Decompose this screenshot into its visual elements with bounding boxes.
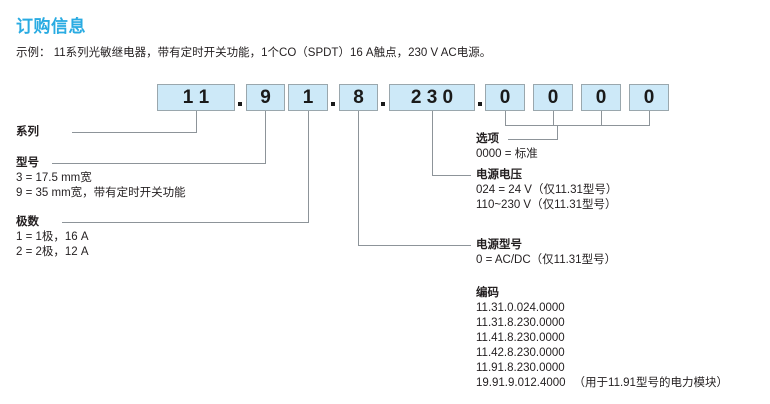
code-box-option-4[interactable]: 0 xyxy=(629,84,669,111)
leader-line-series-horizontal xyxy=(72,132,197,133)
leader-line-option-2-vertical xyxy=(553,111,554,125)
label-voltage-row-1: 024 = 24 V（仅11.31型号） xyxy=(476,184,618,196)
label-voltage-row-2: 110~230 V（仅11.31型号） xyxy=(476,199,617,211)
leader-line-voltage-vertical xyxy=(432,111,433,175)
label-series: 系列 xyxy=(16,125,39,140)
code-digit-5: 2 3 0 xyxy=(410,87,454,108)
code-list-value: 11.91.8.230.0000 xyxy=(476,362,565,374)
label-supply-type-heading: 电源型号 xyxy=(476,239,522,251)
code-separator-dot-1 xyxy=(238,102,242,106)
leader-line-option-1-vertical xyxy=(505,111,506,125)
label-codes: 编码 11.31.0.024.0000 11.31.8.230.0000 11.… xyxy=(476,286,728,391)
label-series-heading: 系列 xyxy=(16,126,39,138)
code-digit-4: 8 xyxy=(353,87,364,108)
leader-line-poles-vertical xyxy=(308,111,309,222)
code-box-series[interactable]: 1 1 xyxy=(157,84,235,111)
leader-line-option-3-vertical xyxy=(601,111,602,125)
label-supply-type-row-1: 0 = AC/DC（仅11.31型号） xyxy=(476,254,617,266)
code-box-poles[interactable]: 1 xyxy=(288,84,328,111)
label-codes-heading: 编码 xyxy=(476,287,499,299)
leader-line-options-drop xyxy=(557,125,558,139)
example-description: 示例： 11系列光敏继电器，带有定时开关功能，1个CO（SPDT）16 A触点，… xyxy=(16,47,492,59)
leader-line-poles-horizontal xyxy=(62,222,309,223)
label-voltage-heading: 电源电压 xyxy=(476,169,522,181)
code-list-row: 11.31.8.230.0000 xyxy=(476,316,728,331)
label-type: 型号 3 = 17.5 mm宽 9 = 35 mm宽，带有定时开关功能 xyxy=(16,156,186,201)
label-poles: 极数 1 = 1极，16 A 2 = 2极，12 A xyxy=(16,215,89,260)
leader-line-type-vertical xyxy=(265,111,266,163)
label-type-heading: 型号 xyxy=(16,157,39,169)
leader-line-options-bracket xyxy=(505,125,650,126)
code-list-note: （用于11.91型号的电力模块） xyxy=(573,377,728,389)
label-poles-row-2: 2 = 2极，12 A xyxy=(16,246,89,258)
code-digit-3: 1 xyxy=(302,87,314,108)
leader-line-option-4-vertical xyxy=(649,111,650,125)
code-separator-dot-4 xyxy=(478,102,482,106)
code-list-value: 11.31.0.024.0000 xyxy=(476,302,565,314)
code-separator-dot-3 xyxy=(381,102,385,106)
code-digit-2: 9 xyxy=(260,87,271,108)
code-box-option-3[interactable]: 0 xyxy=(581,84,621,111)
code-box-type[interactable]: 9 xyxy=(246,84,285,111)
code-separator-dot-2 xyxy=(331,102,335,106)
code-list-value: 11.31.8.230.0000 xyxy=(476,317,565,329)
code-list-row: 11.31.0.024.0000 xyxy=(476,301,728,316)
code-list-row: 19.91.9.012.4000 （用于11.91型号的电力模块） xyxy=(476,376,728,391)
code-digit-9: 0 xyxy=(643,87,655,108)
code-box-option-1[interactable]: 0 xyxy=(485,84,525,111)
label-supply-type: 电源型号 0 = AC/DC（仅11.31型号） xyxy=(476,238,616,268)
code-digit-6: 0 xyxy=(499,87,511,108)
code-box-option-2[interactable]: 0 xyxy=(533,84,573,111)
code-list-value: 11.41.8.230.0000 xyxy=(476,332,565,344)
code-box-voltage[interactable]: 2 3 0 xyxy=(389,84,475,111)
label-options-heading: 选项 xyxy=(476,133,499,145)
label-poles-row-1: 1 = 1极，16 A xyxy=(16,231,89,243)
leader-line-supply-type-horizontal xyxy=(358,245,471,246)
leader-line-type-horizontal xyxy=(52,163,266,164)
label-type-row-2: 9 = 35 mm宽，带有定时开关功能 xyxy=(16,187,186,199)
code-digit-7: 0 xyxy=(547,87,559,108)
page-title: 订购信息 xyxy=(16,17,86,36)
label-options-row-1: 0000 = 标准 xyxy=(476,148,538,160)
code-list-value: 11.42.8.230.0000 xyxy=(476,347,565,359)
code-box-supply-type[interactable]: 8 xyxy=(339,84,378,111)
leader-line-voltage-horizontal xyxy=(432,175,471,176)
label-type-row-1: 3 = 17.5 mm宽 xyxy=(16,172,92,184)
label-options: 选项 0000 = 标准 xyxy=(476,132,538,162)
code-list-row: 11.91.8.230.0000 xyxy=(476,361,728,376)
code-digit-8: 0 xyxy=(595,87,607,108)
label-voltage: 电源电压 024 = 24 V（仅11.31型号） 110~230 V（仅11.… xyxy=(476,168,617,213)
leader-line-options-horizontal xyxy=(508,139,558,140)
leader-line-supply-type-vertical xyxy=(358,111,359,245)
code-list-row: 11.42.8.230.0000 xyxy=(476,346,728,361)
code-list-row: 11.41.8.230.0000 xyxy=(476,331,728,346)
code-digit-1: 1 1 xyxy=(182,87,210,108)
leader-line-series-vertical xyxy=(196,111,197,132)
code-list-value: 19.91.9.012.4000 xyxy=(476,377,566,389)
label-poles-heading: 极数 xyxy=(16,216,39,228)
